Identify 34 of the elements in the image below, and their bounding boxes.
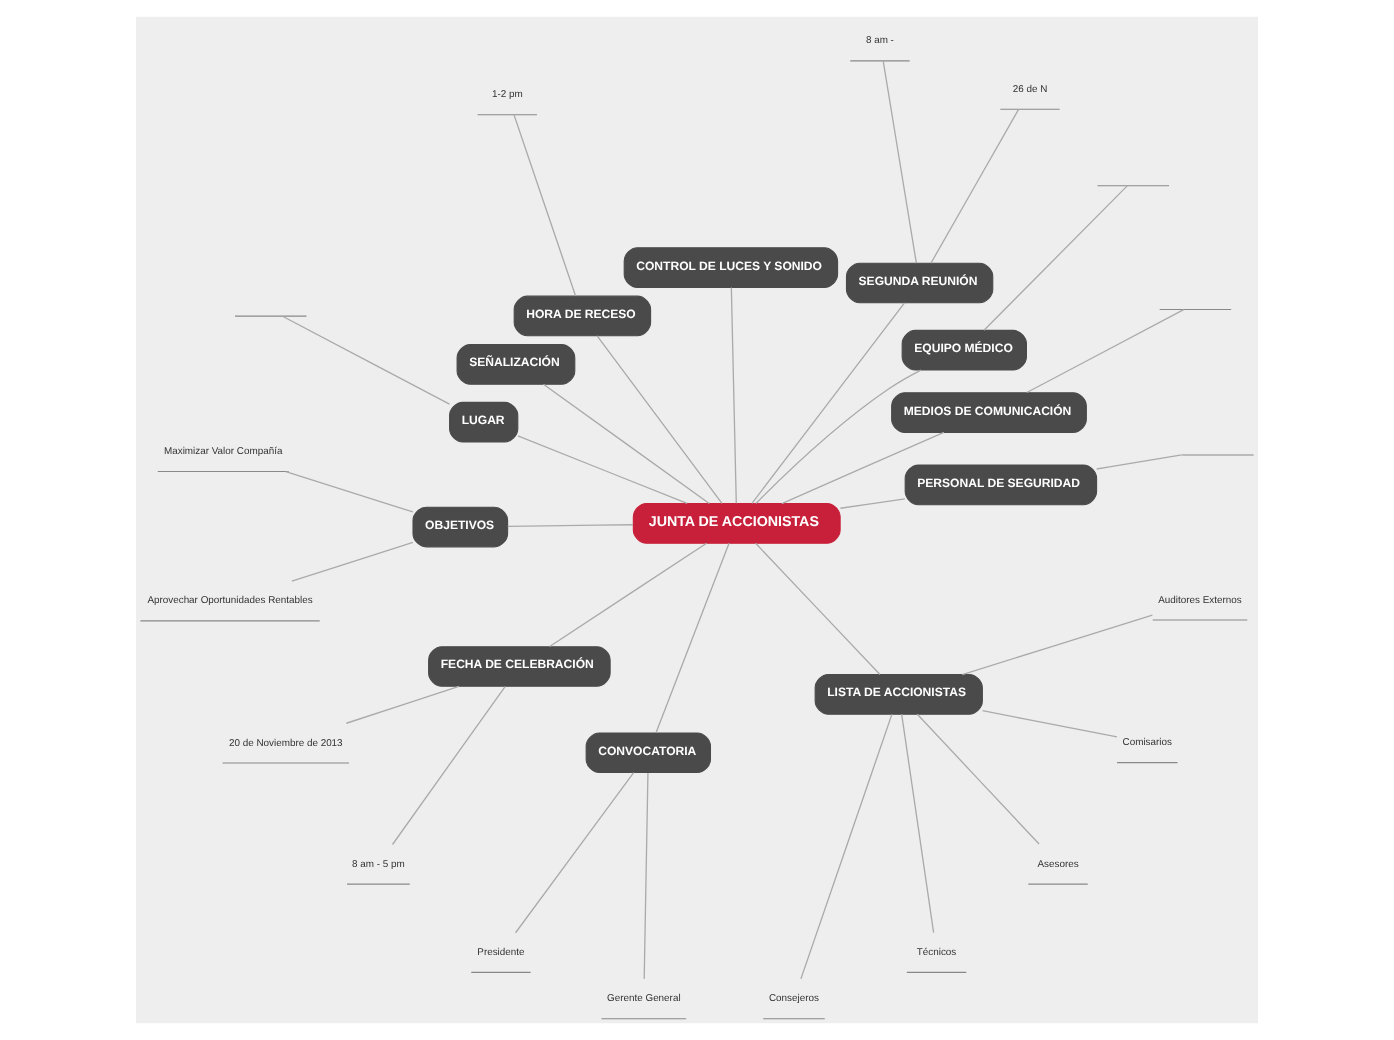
connector [281, 315, 451, 405]
connector [839, 498, 906, 509]
connector [755, 542, 881, 676]
connector [1026, 308, 1185, 394]
connector [983, 185, 1128, 331]
node-line [234, 315, 308, 317]
connector [514, 772, 635, 934]
connector [549, 542, 708, 648]
connector [345, 685, 460, 724]
connector [730, 286, 737, 504]
connector [981, 710, 1118, 738]
connector [643, 772, 649, 980]
connector [1096, 454, 1183, 470]
connector [655, 542, 730, 734]
connector [882, 60, 918, 264]
node-line [1159, 308, 1232, 310]
connector [781, 431, 945, 505]
connector [517, 435, 688, 505]
connector [751, 302, 906, 504]
connector [930, 108, 1020, 264]
connector [961, 614, 1153, 676]
connector [901, 713, 935, 934]
connector [916, 713, 1040, 845]
connector [391, 685, 506, 846]
connector [285, 470, 414, 513]
connector [800, 713, 893, 980]
connector [507, 524, 634, 528]
connector [596, 335, 723, 505]
connector [542, 383, 710, 505]
node-line [1181, 454, 1255, 456]
node-line [1096, 185, 1170, 187]
connector [291, 541, 414, 582]
connector [755, 369, 922, 505]
connector [513, 114, 577, 297]
